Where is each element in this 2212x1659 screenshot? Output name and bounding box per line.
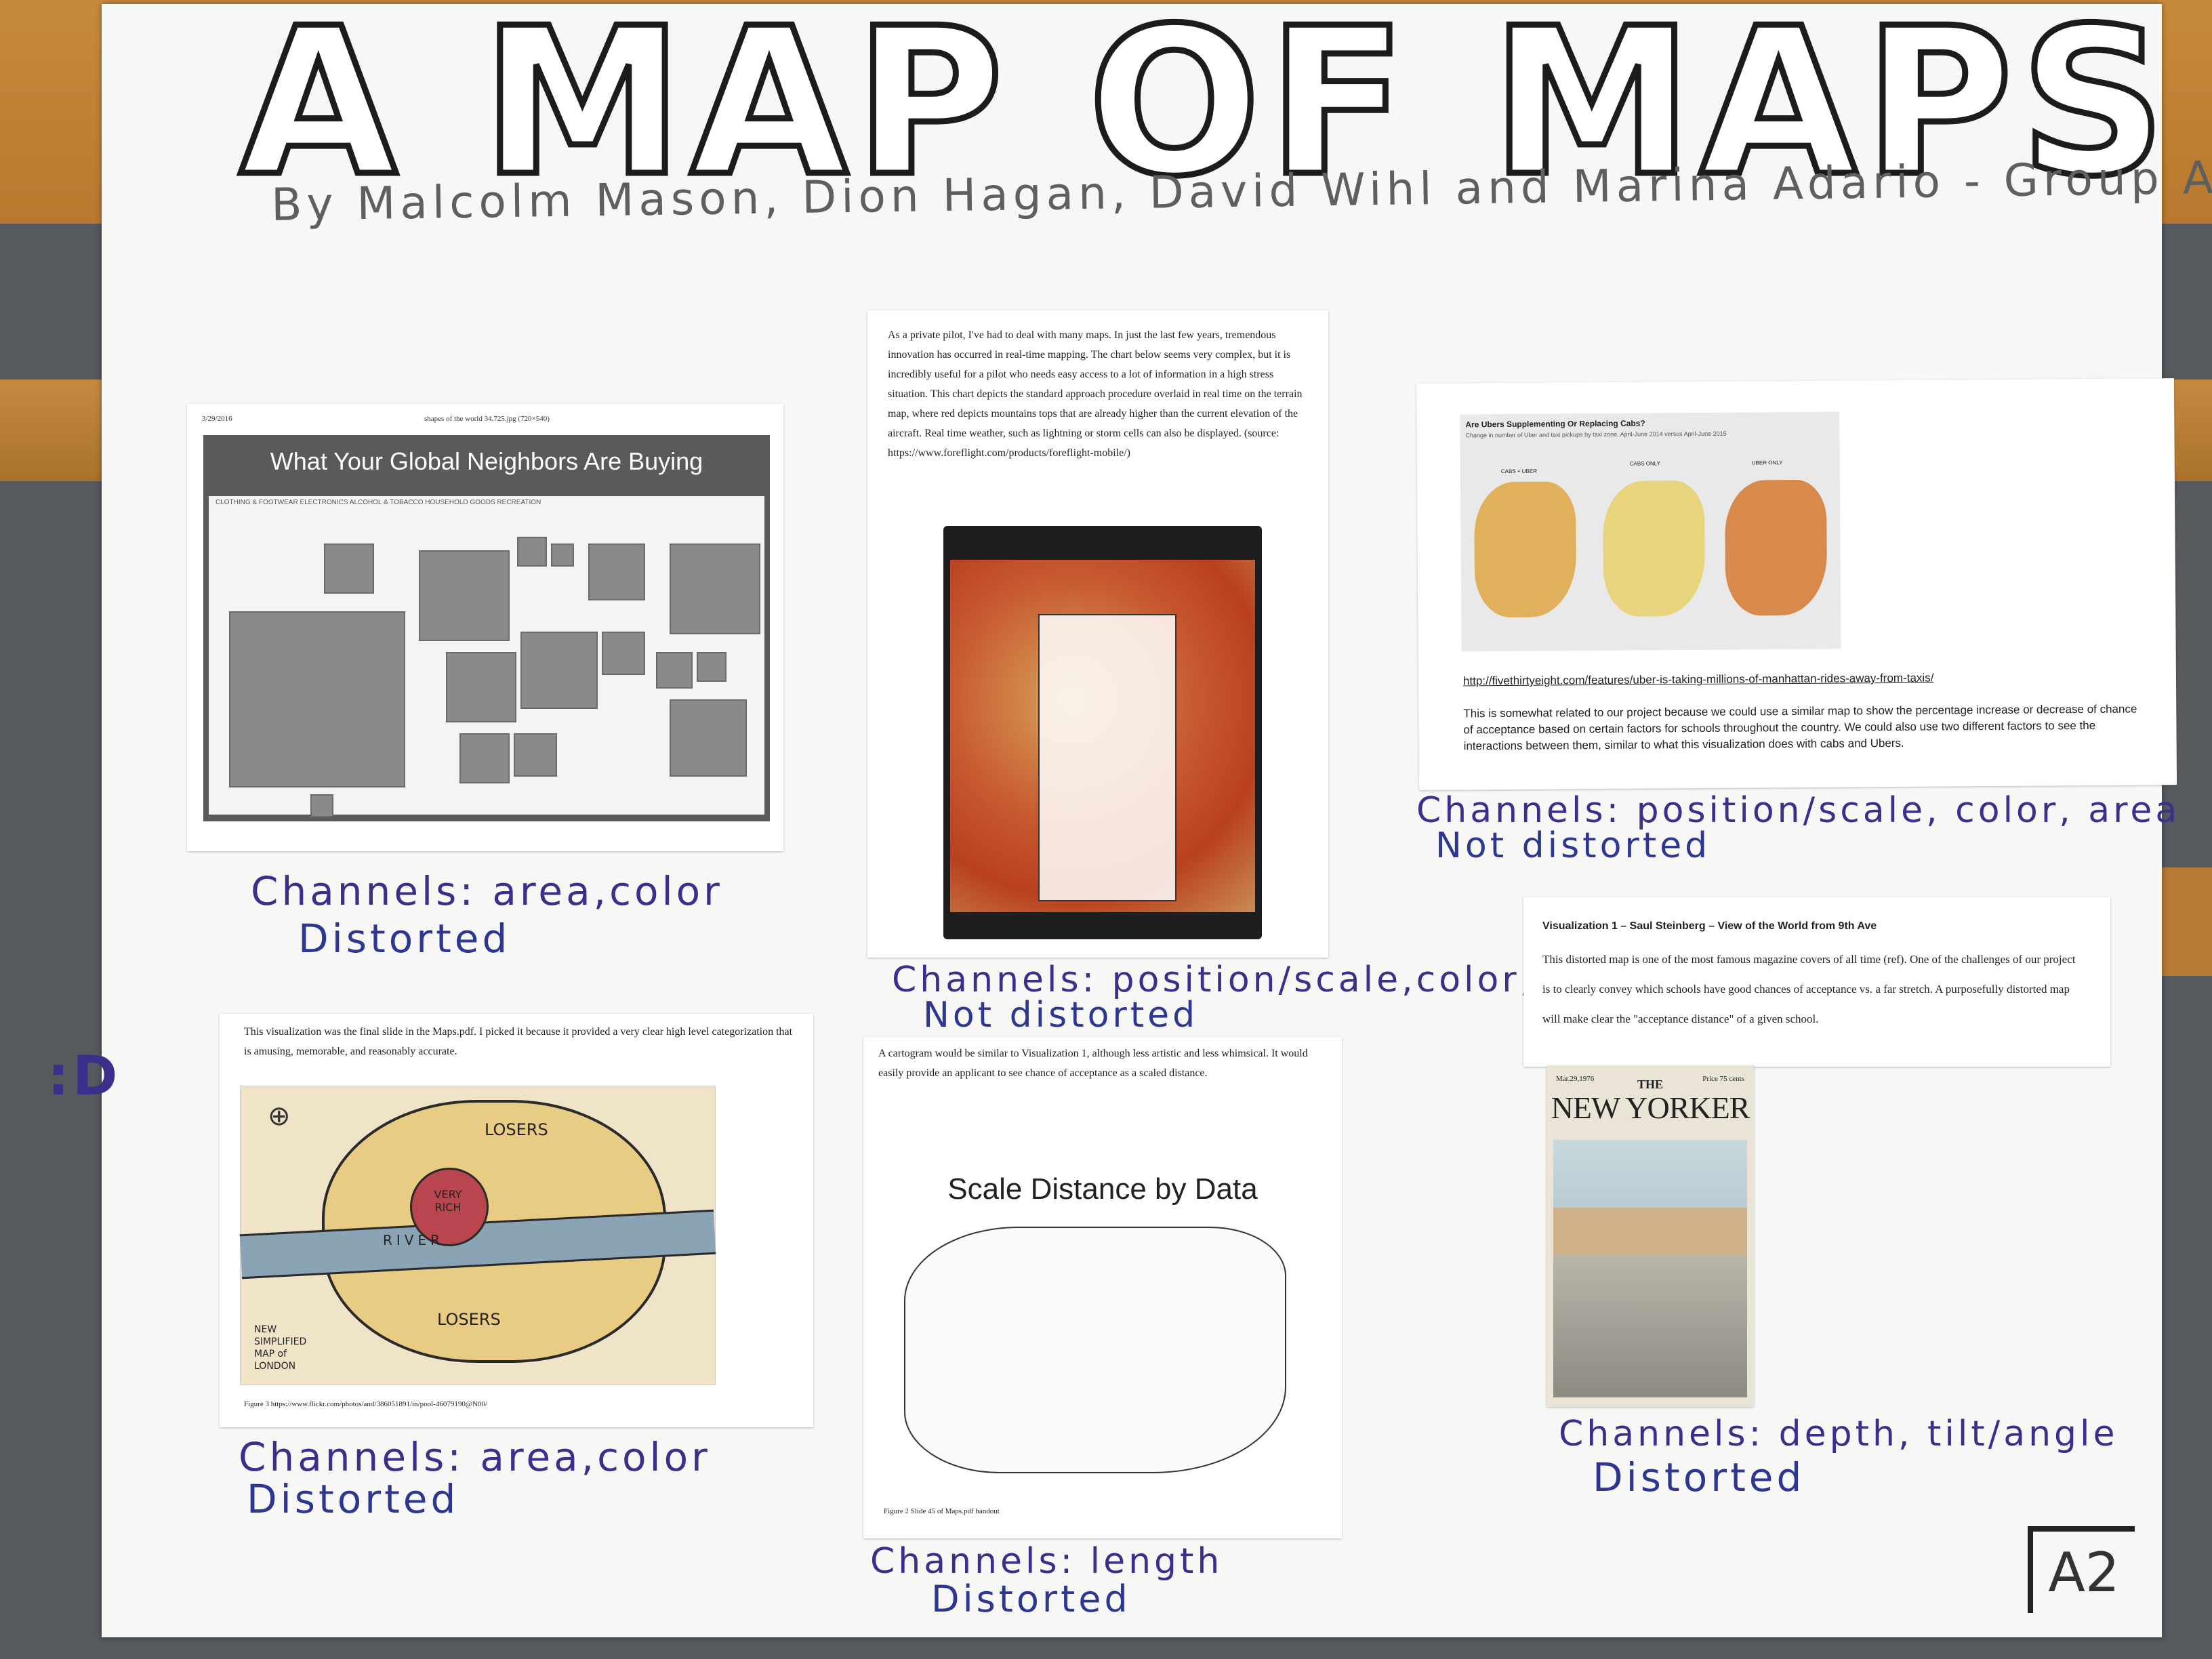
country-square <box>229 611 405 787</box>
panel-pilot-map: As a private pilot, I've had to deal wit… <box>867 310 1328 958</box>
distortion-annotation-new-yorker: Distorted <box>1593 1454 1805 1500</box>
global-neighbors-chart: What Your Global Neighbors Are Buying CL… <box>203 435 770 821</box>
distortion-annotation-pilot: Not distorted <box>923 995 1199 1036</box>
channels-annotation-pilot: Channels: position/scale,color, area <box>892 960 1641 1000</box>
channels-annotation-uber: Channels: position/scale, color, area <box>1416 790 2181 831</box>
cover-illustration-city <box>1553 1255 1747 1397</box>
label-very-rich: VERY RICH <box>434 1188 462 1214</box>
cover-date: Mar.29,1976 <box>1556 1075 1595 1083</box>
label-losers-bottom: LOSERS <box>437 1310 501 1329</box>
new-yorker-heading: Visualization 1 – Saul Steinberg – View … <box>1542 920 1877 932</box>
country-square <box>324 544 374 594</box>
terrain-map <box>950 560 1255 912</box>
cover-the: THE <box>1637 1078 1663 1091</box>
chart-title: What Your Global Neighbors Are Buying <box>270 447 703 475</box>
distortion-annotation-global: Distorted <box>298 916 511 962</box>
country-square <box>551 544 574 567</box>
rich-area-shape <box>410 1168 489 1246</box>
channels-annotation-global: Channels: area,color <box>251 868 723 914</box>
map-label-cabs-uber: CABS + UBER <box>1500 468 1537 475</box>
country-square <box>310 794 333 817</box>
map-label-cabs-only: CABS ONLY <box>1629 460 1660 467</box>
panel-cartogram: A cartogram would be similar to Visualiz… <box>863 1037 1342 1538</box>
country-square <box>697 652 726 682</box>
uber-chart-title: Are Ubers Supplementing Or Replacing Cab… <box>1465 418 1645 430</box>
country-square <box>459 733 510 783</box>
poster-title: A MAP OF MAPS <box>237 0 2173 224</box>
country-square <box>602 632 645 675</box>
panel-new-yorker: Visualization 1 – Saul Steinberg – View … <box>1523 897 2110 1067</box>
country-square <box>514 733 557 777</box>
uber-chart: Are Ubers Supplementing Or Replacing Cab… <box>1460 411 1841 652</box>
distortion-annotation-london: Distorted <box>247 1476 459 1522</box>
panel-date: 3/29/2016 <box>202 415 232 423</box>
new-yorker-cover: Mar.29,1976 Price 75 cents THE NEW YORKE… <box>1547 1065 1754 1407</box>
channels-annotation-london: Channels: area,color <box>239 1434 711 1480</box>
panel-global-neighbors: 3/29/2016 shapes of the world 34.725.jpg… <box>187 404 783 851</box>
new-yorker-description: This distorted map is one of the most fa… <box>1542 953 2076 1025</box>
uber-chart-subtitle: Change in number of Uber and taxi pickup… <box>1465 430 1727 439</box>
london-caption: Figure 3 https://www.flickr.com/photos/a… <box>244 1400 487 1408</box>
cover-title: NEW YORKER <box>1551 1090 1750 1125</box>
london-description: This visualization was the final slide i… <box>244 1026 793 1057</box>
uber-source-link[interactable]: http://fivethirtyeight.com/features/uber… <box>1462 671 1934 688</box>
distortion-annotation-cartogram: Distorted <box>931 1578 1131 1620</box>
cartogram-caption: Figure 2 Slide 45 of Maps.pdf handout <box>884 1507 1000 1515</box>
panel-london-map: This visualization was the final slide i… <box>220 1014 813 1427</box>
label-map-name: NEW SIMPLIFIED MAP of LONDON <box>254 1324 307 1372</box>
uber-description: This is somewhat related to our project … <box>1463 702 2137 753</box>
cover-illustration-land <box>1553 1208 1747 1255</box>
distortion-annotation-uber: Not distorted <box>1435 825 1711 866</box>
country-square <box>588 544 645 600</box>
group-corner-label: A2 <box>2028 1526 2135 1613</box>
label-losers-top: LOSERS <box>485 1120 548 1139</box>
nyc-map-combined <box>1473 481 1577 618</box>
chart-body: CLOTHING & FOOTWEAR ELECTRONICS ALCOHOL … <box>209 496 764 817</box>
cartogram-title: Scale Distance by Data <box>947 1172 1258 1206</box>
london-drawing: ⊕ LOSERS VERY RICH RIVER LOSERS NEW SIMP… <box>239 1086 716 1385</box>
smiley-doodle: :D <box>47 1044 121 1107</box>
chart-tabs: CLOTHING & FOOTWEAR ELECTRONICS ALCOHOL … <box>216 499 541 506</box>
pilot-description: As a private pilot, I've had to deal wit… <box>888 329 1303 459</box>
ipad-foreflight-screenshot <box>943 526 1262 939</box>
cover-illustration-sky <box>1553 1140 1747 1208</box>
country-square <box>419 550 510 641</box>
country-square <box>446 652 516 722</box>
airline-cartogram-map <box>904 1227 1286 1473</box>
country-square <box>656 652 693 689</box>
country-square <box>520 632 598 709</box>
approach-chart-overlay <box>1038 614 1176 901</box>
panel-file-name: shapes of the world 34.725.jpg (720×540) <box>424 415 550 423</box>
poster-board: A MAP OF MAPS By Malcolm Mason, Dion Hag… <box>47 0 2212 1637</box>
cover-price: Price 75 cents <box>1702 1075 1744 1083</box>
country-square <box>670 544 760 634</box>
channels-annotation-cartogram: Channels: length <box>870 1541 1223 1582</box>
country-square <box>517 537 547 567</box>
label-river: RIVER <box>383 1232 445 1248</box>
panel-uber-cabs: Are Ubers Supplementing Or Replacing Cab… <box>1416 378 2177 790</box>
channels-annotation-new-yorker: Channels: depth, tilt/angle <box>1559 1414 2118 1454</box>
cartogram-description: A cartogram would be similar to Visualiz… <box>878 1048 1308 1079</box>
map-label-uber-only: UBER ONLY <box>1751 459 1783 466</box>
nyc-map-uber <box>1724 479 1828 616</box>
london-compass-icon: ⊕ <box>268 1101 291 1131</box>
country-square <box>670 699 747 777</box>
nyc-map-cabs <box>1602 480 1706 617</box>
